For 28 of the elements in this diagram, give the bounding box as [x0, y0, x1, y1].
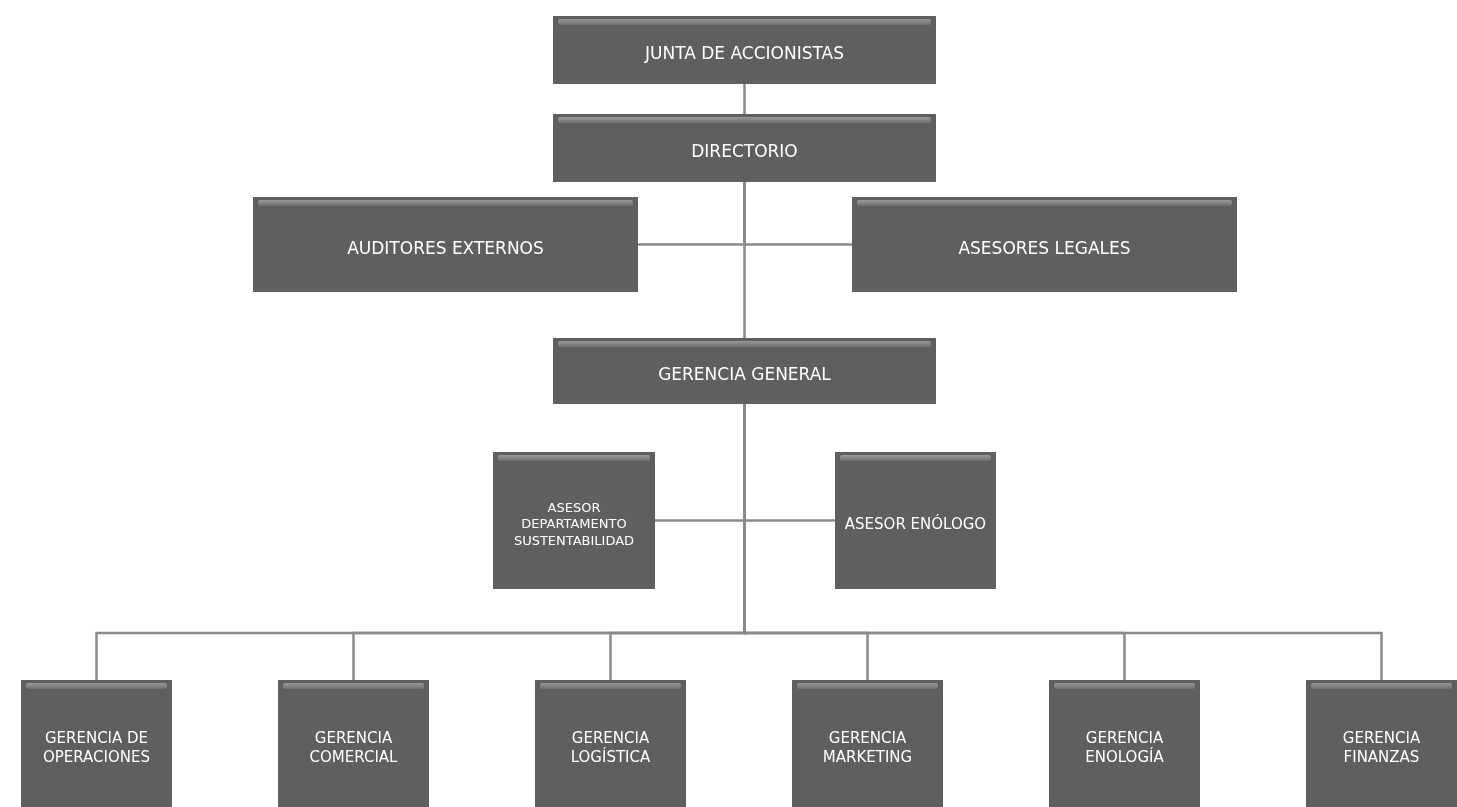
org-box — [852, 197, 1237, 292]
connector-line — [743, 182, 746, 338]
box-label: GERENCIA DE OPERACIONES — [41, 728, 152, 767]
org-box — [535, 680, 686, 807]
org-box — [21, 680, 172, 807]
org-box — [1306, 680, 1457, 807]
box-label: GERENCIA ENOLOGÍA — [1084, 728, 1165, 767]
org-box — [553, 16, 936, 84]
box-label: GERENCIA GENERAL — [658, 364, 831, 386]
box-label: JUNTA DE ACCIONISTAS — [645, 43, 844, 65]
org-box — [553, 114, 936, 182]
box-label: GERENCIA COMERCIAL — [308, 728, 399, 767]
org-box — [553, 338, 936, 404]
org-box — [278, 680, 429, 807]
org-box — [792, 680, 943, 807]
box-label: DIRECTORIO — [691, 141, 798, 163]
box-label: AUDITORES EXTERNOS — [347, 237, 544, 260]
box-label: ASESOR ENÓLOGO — [844, 515, 987, 534]
org-box — [253, 197, 638, 292]
box-label: ASESORES LEGALES — [958, 237, 1131, 260]
connector-line — [743, 84, 746, 114]
org-box — [835, 452, 996, 589]
box-label: ASESOR DEPARTAMENTO SUSTENTABILIDAD — [512, 500, 636, 549]
box-label: GERENCIA FINANZAS — [1341, 728, 1422, 767]
box-label: GERENCIA MARKETING — [821, 728, 914, 767]
org-box — [1049, 680, 1200, 807]
org-box — [493, 452, 655, 589]
box-label: GERENCIA LOGÍSTICA — [569, 728, 652, 767]
